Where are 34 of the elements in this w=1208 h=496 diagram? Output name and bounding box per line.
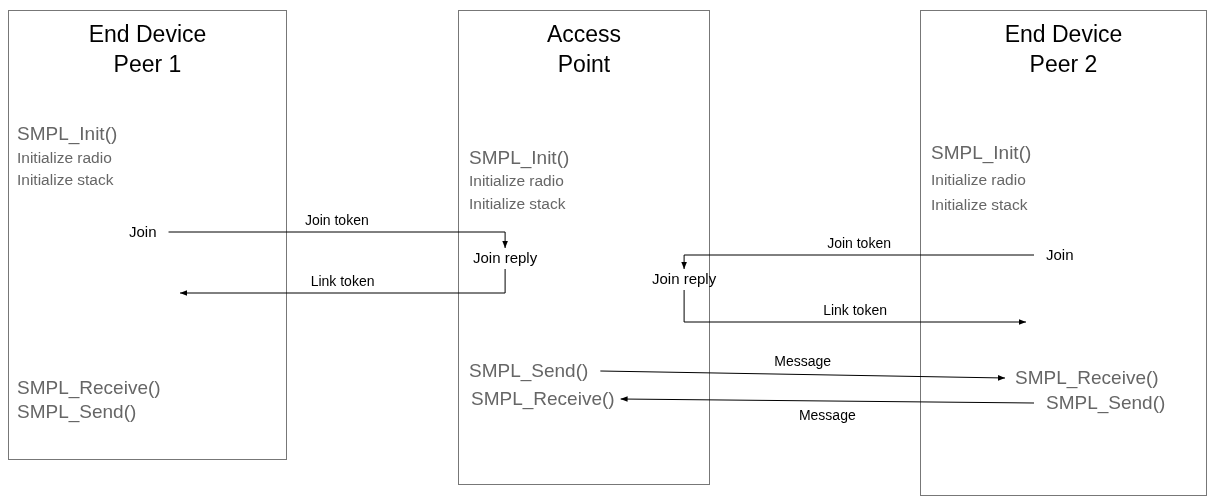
column-heading: Access Point [545, 20, 623, 79]
function-call: SMPL_Send() [469, 360, 589, 382]
function-call: SMPL_Send() [1046, 392, 1166, 414]
step-text: Initialize radio [469, 171, 564, 191]
step-text: Initialize radio [931, 170, 1026, 190]
arrow [683, 289, 1027, 325]
device-column [920, 10, 1207, 496]
function-call: SMPL_Receive() [471, 388, 615, 410]
function-call: SMPL_Init() [931, 142, 1032, 164]
edge-label: Link token [821, 302, 889, 318]
arrow [168, 231, 508, 249]
function-call: SMPL_Init() [17, 123, 118, 145]
arrow [620, 396, 1035, 404]
step-text: Initialize radio [17, 148, 112, 168]
arrow [681, 254, 1035, 270]
step-text: Initialize stack [469, 194, 566, 214]
step-text: Join reply [652, 270, 717, 288]
step-text: Initialize stack [931, 195, 1028, 215]
step-text: Join [1046, 246, 1074, 264]
step-text: Join reply [473, 249, 538, 267]
edge-label: Link token [308, 273, 377, 289]
function-call: SMPL_Receive() [1015, 367, 1159, 389]
edge-label: Join token [302, 212, 371, 228]
column-heading: End Device Peer 1 [87, 20, 208, 79]
step-text: Initialize stack [17, 170, 114, 190]
arrow [599, 370, 1006, 381]
step-text: Join [129, 223, 157, 241]
column-heading: End Device Peer 2 [1003, 20, 1124, 79]
function-call: SMPL_Send() [17, 401, 137, 423]
edge-label: Join token [825, 235, 893, 251]
device-column [8, 10, 287, 460]
arrow [179, 268, 506, 296]
function-call: SMPL_Receive() [17, 377, 161, 399]
function-call: SMPL_Init() [469, 147, 570, 169]
